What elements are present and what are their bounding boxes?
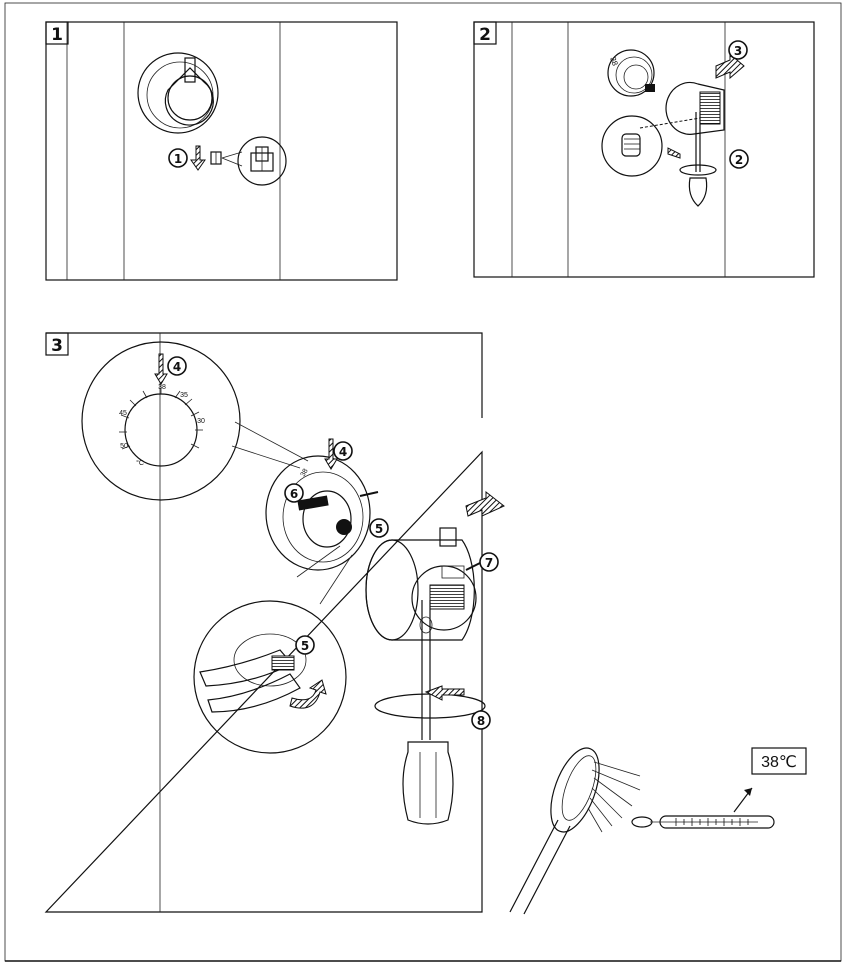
small-dial-38: 38: [300, 468, 310, 478]
dial-mark-45: 45: [119, 410, 127, 417]
callout-3: [728, 40, 748, 60]
callout-5a: [369, 518, 389, 538]
dial-mark-50: 50: [120, 443, 128, 450]
dial-mark-35: 35: [180, 392, 188, 399]
dial-mark-30: 30: [197, 418, 205, 425]
temperature-readout-box: [751, 747, 807, 775]
screwdriver-large-icon: [374, 600, 486, 825]
temperature-dial-detail: 38 35 30 45 50 °C: [81, 341, 241, 501]
callout-7-text: 7: [485, 556, 493, 570]
callout-4a: [167, 356, 187, 376]
page-border: [4, 2, 842, 962]
dial-mark-celsius: °C: [136, 459, 144, 467]
rotate-large-arrow-icon: [424, 685, 465, 701]
dial-mark-38: 38: [158, 384, 166, 391]
clip-detail-icon: [250, 146, 274, 172]
dial-assembly: 38: [265, 455, 371, 571]
clip-detail-circle: [237, 136, 287, 186]
panel-2-label: 2: [479, 25, 491, 45]
callout-2: [729, 149, 749, 169]
push-arrow-icon: [465, 490, 505, 517]
hand-shower-icon: [509, 747, 641, 915]
temperature-readout: 38℃: [761, 754, 797, 771]
callout-8: [471, 710, 491, 730]
thermometer-icon: [631, 787, 775, 829]
panel-1-label-box: [45, 21, 69, 45]
panel-3: 3 38 35 30 45 50 °C 4: [44, 332, 505, 913]
rotate-arrow-icon: [715, 52, 745, 80]
callout-2-text: 2: [735, 153, 743, 167]
temperature-dial-removed: 38: [607, 49, 655, 97]
callout-6: [284, 483, 304, 503]
pliers-turn-arrow-icon: [289, 679, 327, 709]
panel-2-dial-38: 38: [608, 56, 620, 68]
spline-icon: [621, 133, 641, 157]
assembly-down-arrow-icon: [324, 438, 338, 470]
callout-1-text: 1: [174, 152, 182, 166]
callout-7: [479, 552, 499, 572]
callout-4a-text: 4: [173, 360, 181, 374]
down-arrow-icon: [190, 145, 206, 171]
callout-3-text: 3: [734, 44, 742, 58]
screwdriver-icon: [679, 112, 717, 207]
callout-4b-text: 4: [339, 445, 347, 459]
clip-icon: [210, 151, 222, 165]
callout-5b-text: 5: [301, 639, 309, 653]
panel-3-label: 3: [51, 336, 63, 356]
panel-1-label: 1: [51, 25, 63, 45]
panel-1: 1 1: [45, 21, 398, 281]
turn-arrow-icon: [667, 147, 681, 159]
callout-1: [168, 148, 188, 168]
cartridge-assembly: [365, 527, 477, 641]
callout-4b: [333, 441, 353, 461]
callout-8-text: 8: [477, 714, 485, 728]
pliers-detail: [193, 600, 347, 754]
dial-down-arrow-icon: [154, 353, 168, 385]
callout-5b: [295, 635, 315, 655]
cartridge-body: [665, 81, 725, 135]
knob-assembled: [137, 52, 219, 134]
spline-detail-circle: [601, 115, 663, 177]
panel-2: 2 38 3: [473, 21, 815, 278]
callout-5a-text: 5: [375, 522, 383, 536]
callout-6-text: 6: [290, 487, 298, 501]
